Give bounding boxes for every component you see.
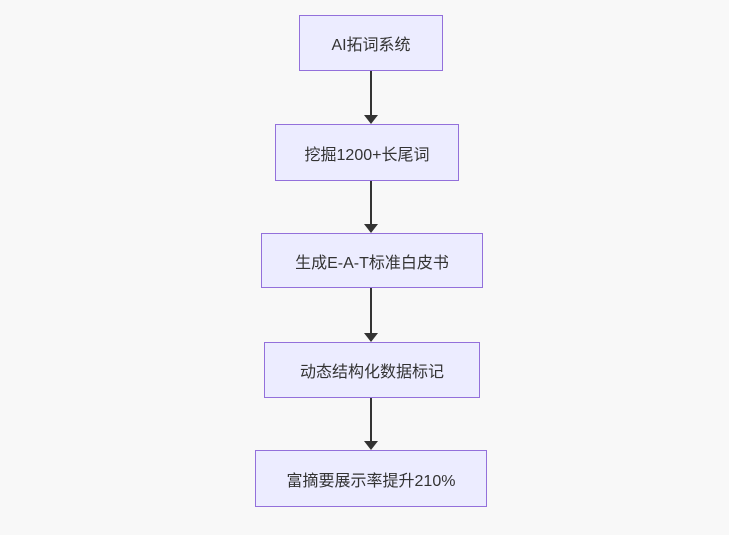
flowchart-node-rich-snippet-result: 富摘要展示率提升210% xyxy=(255,450,487,507)
flow-arrow-line xyxy=(370,398,372,442)
flow-arrow-line xyxy=(370,181,372,225)
flow-arrow-line xyxy=(370,71,372,116)
node-label: 动态结构化数据标记 xyxy=(299,364,444,381)
arrow-down-icon xyxy=(364,224,378,233)
flow-arrow-line xyxy=(370,288,372,334)
flowchart-node-ai-keyword-system: AI拓词系统 xyxy=(299,15,443,71)
arrow-down-icon xyxy=(364,441,378,450)
node-label: 生成E-A-T标准白皮书 xyxy=(295,254,449,272)
arrow-down-icon xyxy=(364,115,378,124)
flowchart-node-longtail-mining: 挖掘1200+长尾词 xyxy=(275,124,459,181)
node-label: 挖掘1200+长尾词 xyxy=(304,146,430,164)
node-label: AI拓词系统 xyxy=(331,37,411,54)
flowchart-node-structured-data-markup: 动态结构化数据标记 xyxy=(264,342,480,398)
node-label: 富摘要展示率提升210% xyxy=(286,472,456,490)
arrow-down-icon xyxy=(364,333,378,342)
flowchart-node-eat-whitepaper: 生成E-A-T标准白皮书 xyxy=(261,233,483,288)
